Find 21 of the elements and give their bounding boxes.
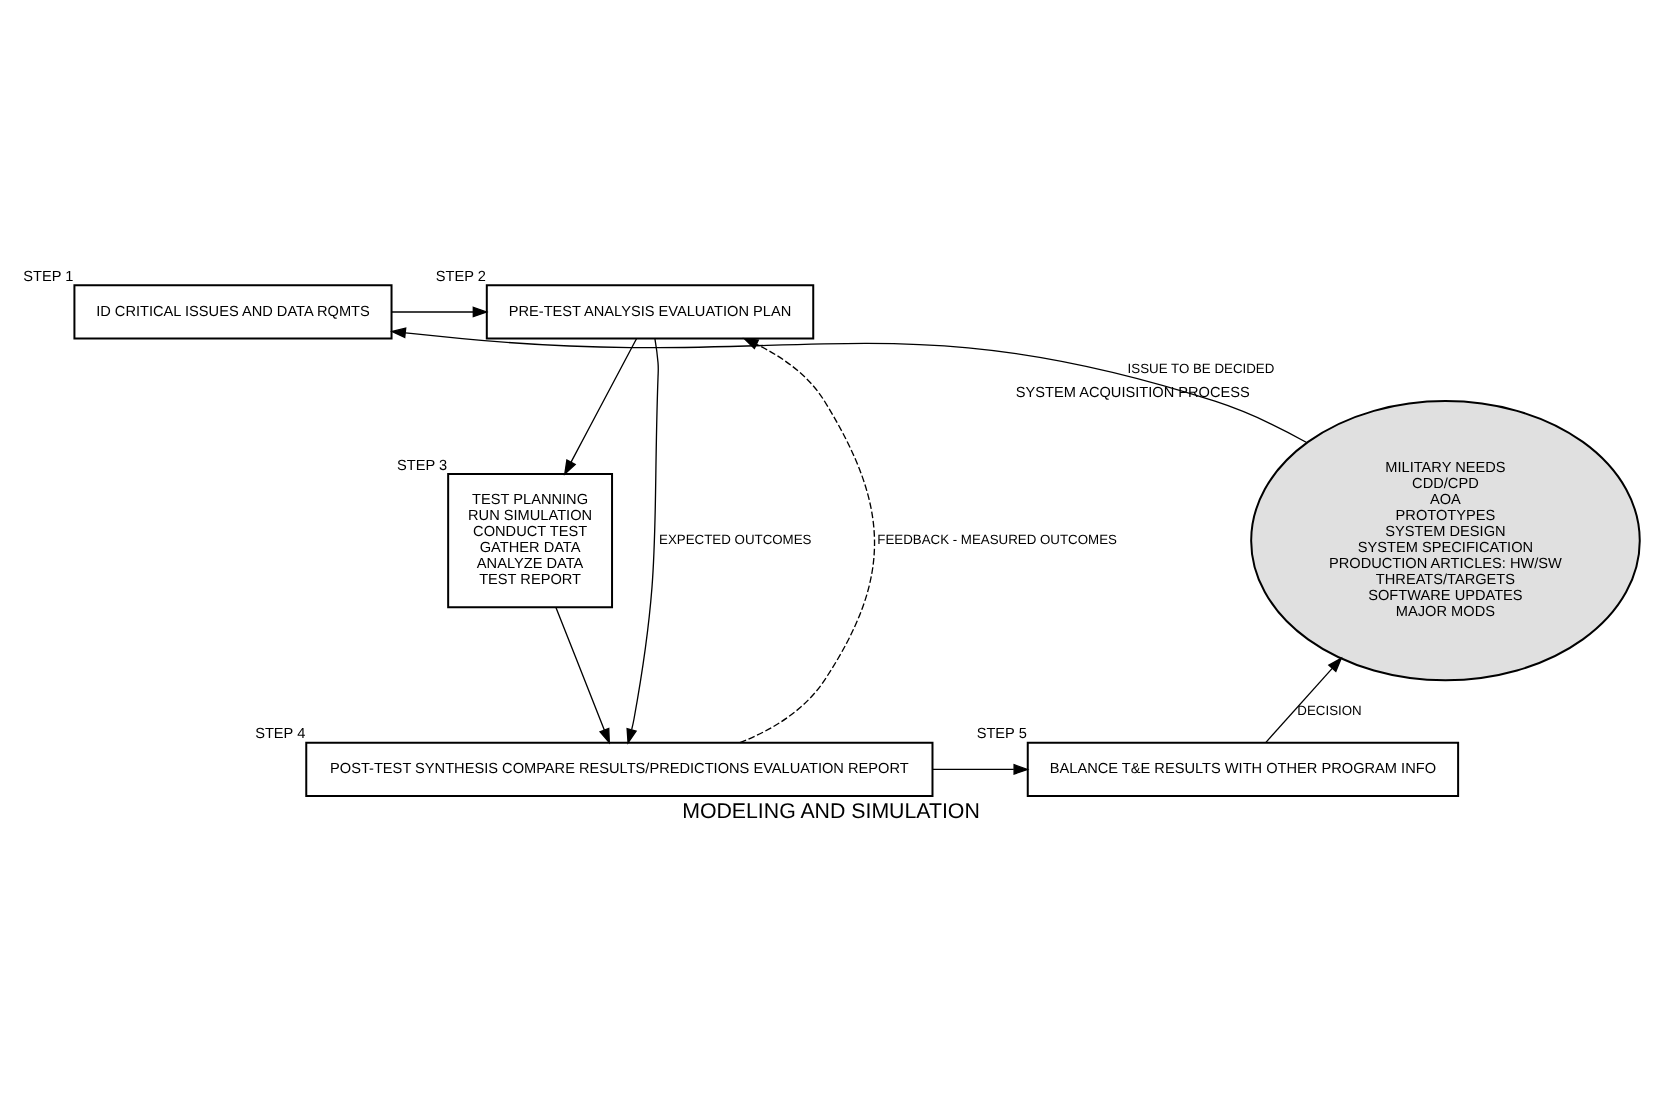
arrow [739, 337, 876, 744]
node-label: STEP 2 [435, 267, 486, 286]
node-label: STEP 3 [397, 455, 448, 474]
arrow [563, 338, 638, 476]
arrow [1265, 656, 1343, 744]
node-label: STEP 1 [23, 267, 74, 286]
node-box: TEST PLANNING RUN SIMULATION CONDUCT TEST GATHER DATA ANALYZE DATA TEST REPORT [447, 473, 614, 609]
arrow [389, 327, 1308, 444]
caption: MODELING AND SIMULATION [682, 800, 980, 825]
node-label: SYSTEM ACQUISITION PROCESS [1015, 382, 1250, 401]
arrow [932, 763, 1030, 775]
node-box: PRE-TEST ANALYSIS EVALUATION PLAN [485, 284, 815, 340]
node-label: STEP 5 [976, 724, 1027, 743]
arrow [391, 306, 489, 318]
node-label: STEP 4 [255, 724, 306, 743]
arrow [555, 606, 611, 745]
node-box: BALANCE T&E RESULTS WITH OTHER PROGRAM INFO [1026, 741, 1460, 798]
arrow [626, 338, 659, 745]
node-box: ID CRITICAL ISSUES AND DATA RQMTS [73, 284, 393, 340]
node-ellipse: MILITARY NEEDS CDD/CPD AOA PROTOTYPES SYSTEM DESIGN SYSTEM SPECIFICATION PRODUCTION ARTICLES: HW/SW THREATS/TARGETS SOFTWARE UPDATES MAJOR MODS [1250, 400, 1641, 682]
node-box: POST-TEST SYNTHESIS COMPARE RESULTS/PREDICTIONS EVALUATION REPORT [305, 741, 934, 798]
